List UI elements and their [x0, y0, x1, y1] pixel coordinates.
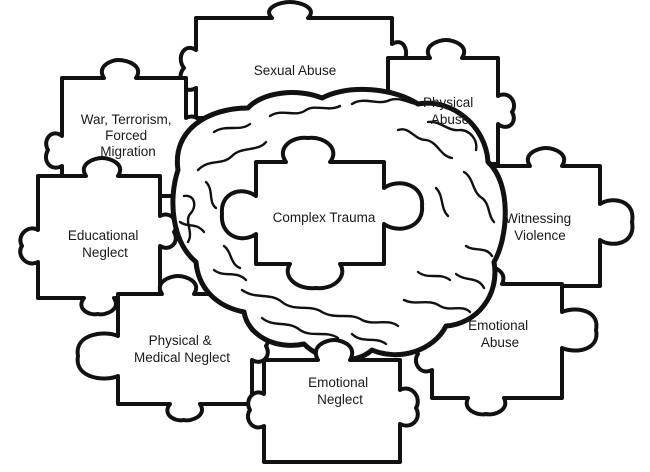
puzzle-piece-complex-trauma	[219, 135, 425, 291]
label-physical-medical-neglect: Physical & Medical Neglect	[134, 333, 230, 365]
puzzle-piece-emotional-neglect	[245, 338, 420, 464]
label-educational-neglect: Educational Neglect	[68, 228, 142, 260]
label-physical-abuse: Physical Abuse	[423, 95, 477, 127]
label-complex-trauma: Complex Trauma	[273, 210, 376, 225]
label-witnessing-violence: Witnessing Violence	[505, 211, 575, 243]
label-emotional-neglect: Emotional Neglect	[308, 375, 372, 407]
label-emotional-abuse: Emotional Abuse	[468, 318, 532, 350]
label-war-terrorism: War, Terrorism, Forced Migration	[81, 112, 176, 159]
label-sexual-abuse: Sexual Abuse	[254, 63, 337, 78]
puzzle-piece-physical-medical-neglect	[75, 274, 271, 423]
